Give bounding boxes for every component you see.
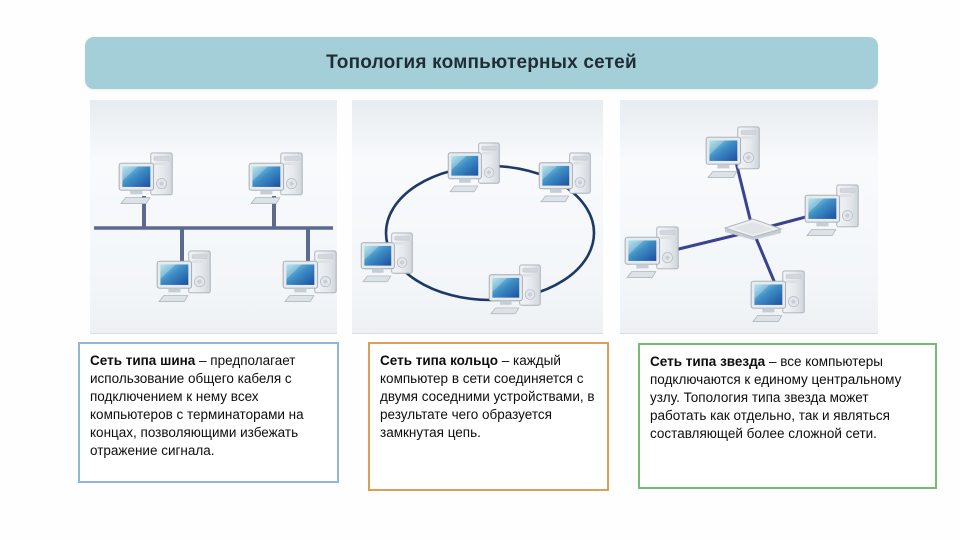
star-topology-panel (620, 100, 878, 334)
title-bar: Топология компьютерных сетей (85, 37, 878, 89)
term-ring: Сеть типа кольцо (380, 353, 498, 368)
term-star: Сеть типа звезда (650, 354, 766, 369)
bus-topology-panel (90, 100, 337, 334)
description-star-text: – все компьютеры подключаются к единому … (650, 354, 902, 442)
computer-icon (538, 152, 591, 203)
computer-icon (750, 270, 805, 323)
computer-icon (804, 184, 859, 237)
star-link-line (733, 157, 755, 232)
page-title: Топология компьютерных сетей (326, 52, 637, 73)
computer-icon (447, 142, 500, 193)
description-bus-text: – предполагает использование общего кабе… (90, 353, 304, 459)
computer-icon (488, 264, 541, 315)
ring-topology-diagram (360, 142, 596, 315)
bus-topology-diagram (94, 152, 337, 303)
computer-icon (624, 226, 679, 279)
term-bus: Сеть типа шина (90, 353, 196, 368)
star-topology-diagram (624, 126, 859, 323)
description-star: Сеть типа звезда – все компьютеры подклю… (638, 343, 937, 489)
computer-icon (705, 126, 760, 179)
ring-topology-panel (352, 100, 603, 334)
description-ring: Сеть типа кольцо – каждый компьютер в се… (368, 342, 609, 491)
description-ring-text: – каждый компьютер в сети соединяется с … (380, 353, 595, 441)
description-bus: Сеть типа шина – предполагает использова… (78, 342, 339, 483)
